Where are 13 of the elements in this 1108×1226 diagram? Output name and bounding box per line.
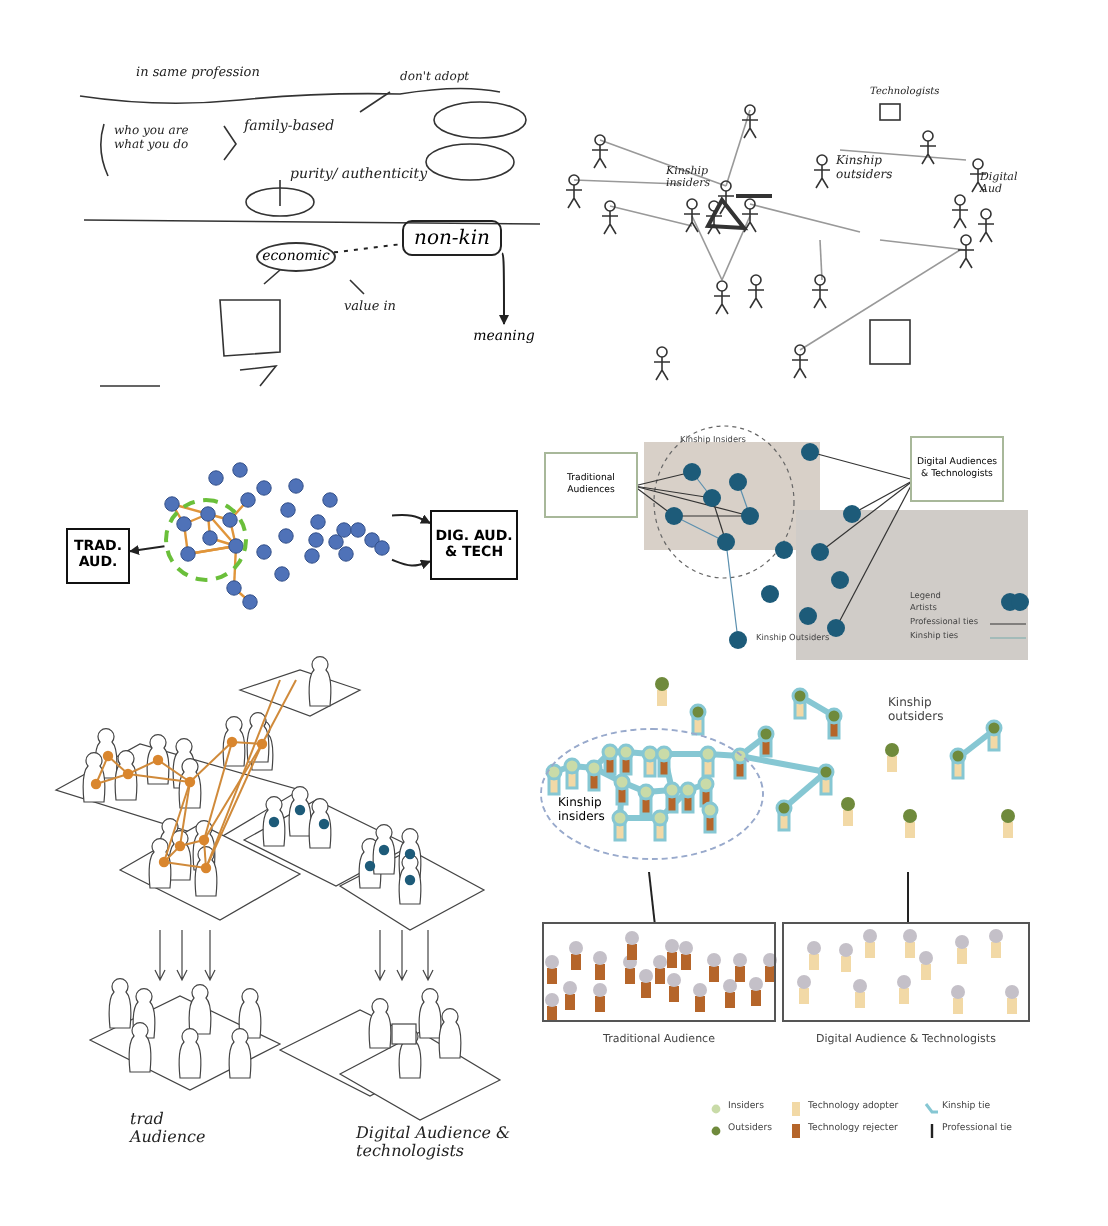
dotted-connector — [333, 243, 403, 254]
dot-cluster — [208, 462, 390, 582]
group-circle — [164, 498, 248, 582]
arrow — [391, 513, 431, 524]
arrow — [499, 252, 509, 325]
arrow — [391, 558, 431, 570]
handwritten-note: trad Audience — [130, 1112, 208, 1148]
arrow — [129, 545, 166, 555]
concept-box: non-kin — [402, 220, 502, 256]
audience-box — [782, 922, 1030, 1022]
handwritten-note: Digital Audience & technologists — [356, 1126, 513, 1162]
group-ellipse — [540, 728, 764, 860]
audience-box — [542, 922, 776, 1022]
